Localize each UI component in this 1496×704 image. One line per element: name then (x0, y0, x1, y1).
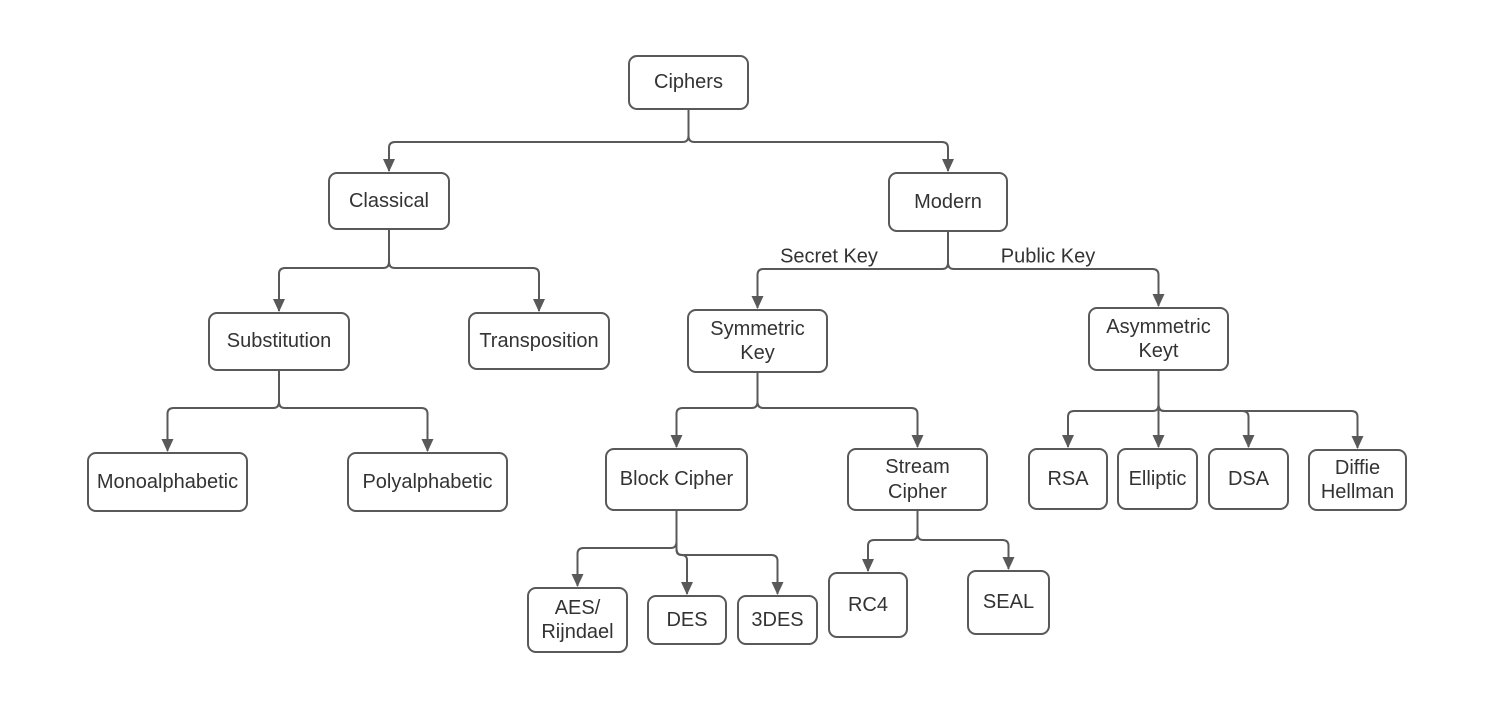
node-polyalphabetic: Polyalphabetic (347, 452, 508, 512)
node-aes-rijndael: AES/ Rijndael (527, 587, 628, 653)
edge-block-cipher-to-des (675, 511, 693, 595)
node-modern: Modern (888, 172, 1008, 232)
edge-substitution-to-monoalphabetic (161, 371, 280, 452)
edge-block-cipher-to-3des (675, 511, 784, 595)
edge-label-public-key: Public Key (1000, 245, 1096, 268)
edge-stream-cipher-to-rc4 (862, 511, 919, 572)
node-substitution: Substitution (208, 312, 350, 371)
node-seal: SEAL (967, 570, 1050, 635)
edge-symmetric-key-to-block-cipher (670, 373, 759, 448)
edge-substitution-to-polyalphabetic (278, 371, 434, 452)
edge-asymmetric-keyt-to-diffie-hellman (1157, 371, 1364, 449)
edge-ciphers-to-classical (383, 110, 690, 172)
node-rsa: RSA (1028, 448, 1108, 510)
node-block-cipher: Block Cipher (605, 448, 748, 511)
edge-classical-to-substitution (273, 230, 390, 312)
node-asymmetric-keyt: Asymmetric Keyt (1088, 307, 1229, 371)
node-diffie-hellman: Diffie Hellman (1308, 449, 1407, 511)
node-3des: 3DES (737, 595, 818, 645)
node-dsa: DSA (1208, 448, 1289, 510)
node-symmetric-key: Symmetric Key (687, 309, 828, 373)
edge-symmetric-key-to-stream-cipher (756, 373, 924, 448)
node-ciphers: Ciphers (628, 55, 749, 110)
node-monoalphabetic: Monoalphabetic (87, 452, 248, 512)
edge-label-secret-key: Secret Key (780, 245, 878, 268)
node-classical: Classical (328, 172, 450, 230)
node-des: DES (647, 595, 727, 645)
edge-stream-cipher-to-seal (916, 511, 1015, 570)
edge-ciphers-to-modern (687, 110, 954, 172)
edge-asymmetric-keyt-to-rsa (1062, 371, 1160, 448)
edge-block-cipher-to-aes-rijndael (571, 511, 678, 587)
edge-asymmetric-keyt-to-dsa (1157, 371, 1255, 448)
edge-modern-to-asymmetric-keyt (947, 232, 1165, 307)
node-transposition: Transposition (468, 312, 610, 370)
node-elliptic: Elliptic (1117, 448, 1198, 510)
edge-classical-to-transposition (388, 230, 545, 312)
edge-modern-to-symmetric-key (751, 232, 949, 309)
node-rc4: RC4 (828, 572, 908, 638)
node-stream-cipher: Stream Cipher (847, 448, 988, 511)
